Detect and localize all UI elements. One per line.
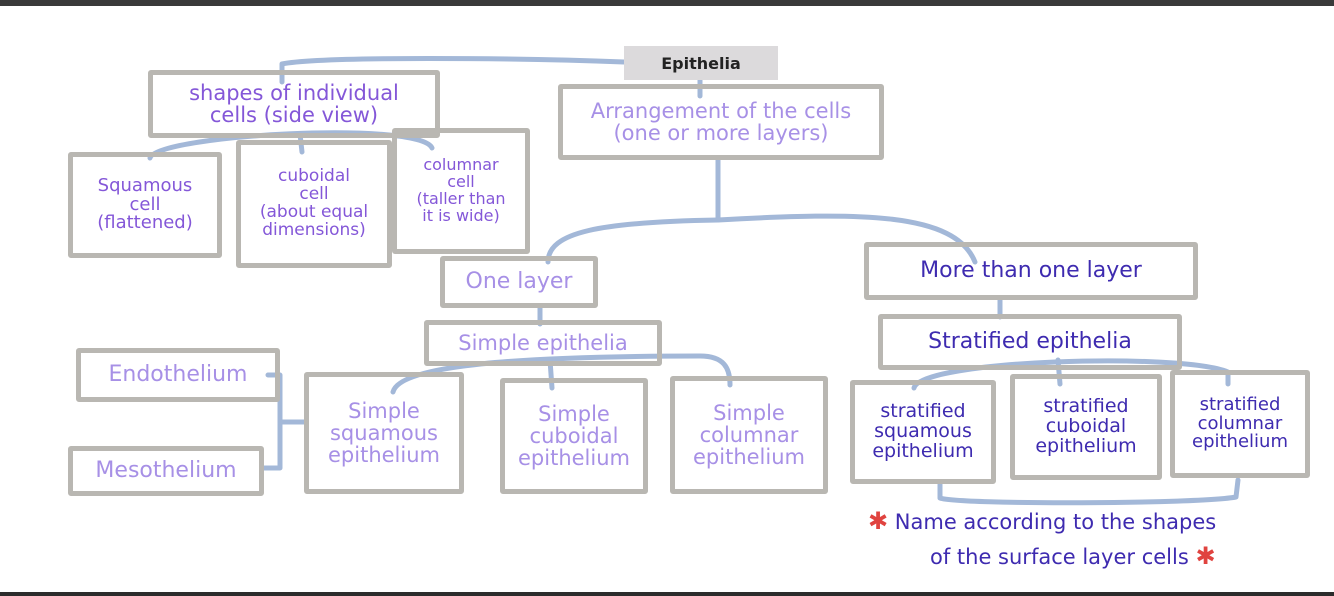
link-title-shapes: [279, 56, 627, 85]
asterisk-icon: ✱: [868, 507, 889, 535]
stratified-columnar-label: stratified columnar epithelium: [1192, 393, 1288, 453]
one-layer-label: One layer: [465, 269, 573, 295]
naming-note-line1: ✱ Name according to the shapes: [868, 507, 1217, 535]
squamous-cell-box: Squamous cell (flattened): [68, 152, 222, 258]
link-branch-one: [545, 217, 721, 265]
cuboidal-cell-label: cuboidal cell (about equal dimensions): [259, 166, 369, 240]
stratified-epithelia-box: Stratified epithelia: [878, 314, 1182, 370]
columnar-cell-box: columnar cell (taller than it is wide): [392, 128, 530, 254]
stratified-cuboidal-box: stratified cuboidal epithelium: [1010, 374, 1162, 480]
one-layer-box: One layer: [440, 256, 598, 308]
link-stratified-cuboidal: [1055, 357, 1063, 387]
arrangement-box: Arrangement of the cells (one or more la…: [558, 84, 884, 160]
more-than-one-layer-label: More than one layer: [920, 258, 1142, 284]
stratified-squamous-box: stratified squamous epithelium: [850, 380, 996, 484]
mesothelium-box: Mesothelium: [68, 446, 264, 496]
diagram-title: Epithelia: [624, 46, 778, 80]
simple-epithelia-box: Simple epithelia: [424, 320, 662, 366]
simple-cuboidal-box: Simple cuboidal epithelium: [500, 378, 648, 494]
simple-cuboidal-label: Simple cuboidal epithelium: [518, 401, 630, 471]
simple-columnar-box: Simple columnar epithelium: [670, 376, 828, 494]
link-stratified-subtypes: [911, 358, 1231, 391]
stratified-squamous-label: stratified squamous epithelium: [872, 400, 974, 462]
simple-squamous-box: Simple squamous epithelium: [304, 372, 464, 494]
naming-note-line2: of the surface layer cells ✱: [930, 541, 1216, 570]
squamous-cell-label: Squamous cell (flattened): [97, 174, 193, 234]
shapes-header-box: shapes of individual cells (side view): [148, 70, 440, 138]
columnar-cell-label: columnar cell (taller than it is wide): [416, 155, 506, 225]
simple-squamous-label: Simple squamous epithelium: [328, 398, 440, 468]
simple-epithelia-label: Simple epithelia: [458, 330, 628, 355]
cuboidal-cell-box: cuboidal cell (about equal dimensions): [236, 140, 392, 268]
stratified-columnar-box: stratified columnar epithelium: [1170, 370, 1310, 478]
naming-note: ✱ Name according to the shapes of the su…: [868, 504, 1288, 574]
stratified-cuboidal-label: stratified cuboidal epithelium: [1035, 395, 1137, 457]
asterisk-icon: ✱: [1195, 541, 1216, 570]
endothelium-box: Endothelium: [76, 348, 280, 402]
bottom-border: [0, 592, 1334, 596]
simple-columnar-label: Simple columnar epithelium: [693, 400, 805, 470]
link-stratified-bracket: [937, 477, 1241, 506]
mesothelium-label: Mesothelium: [95, 458, 237, 484]
stratified-epithelia-label: Stratified epithelia: [928, 329, 1132, 355]
endothelium-label: Endothelium: [108, 362, 248, 388]
more-than-one-layer-box: More than one layer: [864, 242, 1198, 300]
shapes-header-label: shapes of individual cells (side view): [189, 80, 399, 127]
top-border: [0, 0, 1334, 6]
arrangement-label: Arrangement of the cells (one or more la…: [590, 98, 852, 145]
